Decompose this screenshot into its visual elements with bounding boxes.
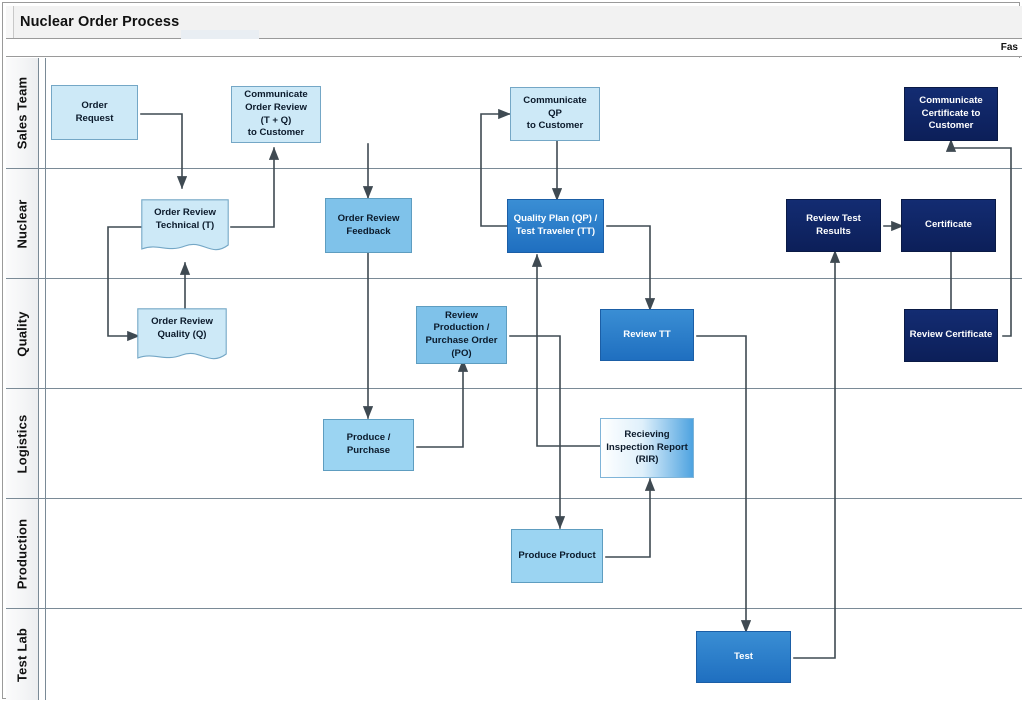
lane-gutter-test-lab [39, 609, 46, 700]
node-label-test: Test [733, 650, 753, 662]
node-label-receiving-inspection: Recieving Inspection Report (RIR) [606, 428, 688, 466]
node-label-order-review-technical: Order Review Technical (T) [154, 207, 216, 231]
node-test[interactable]: Test [696, 631, 791, 683]
node-order-review-technical[interactable]: Order Review Technical (T) [141, 199, 229, 257]
lane-header-test-lab: Test Lab [6, 609, 39, 700]
node-label-certificate: Certificate [925, 219, 972, 231]
node-produce-product[interactable]: Produce Product [511, 529, 603, 583]
node-order-review-quality[interactable]: Order Review Quality (Q) [137, 308, 227, 366]
sub-header-right-label: Fas [1000, 42, 1018, 53]
lane-header-quality: Quality [6, 279, 39, 388]
node-label-order-review-feedback: Order Review Feedback [337, 212, 400, 237]
lane-header-logistics: Logistics [6, 389, 39, 498]
node-communicate-certificate[interactable]: Communicate Certificate to Customer [904, 87, 998, 141]
page-title: Nuclear Order Process [20, 14, 180, 30]
lane-test-lab: Test Lab [6, 609, 1022, 700]
lane-label-production: Production [14, 518, 30, 589]
node-label-communicate-certificate: Communicate Certificate to Customer [919, 94, 983, 132]
lane-gutter-quality [39, 279, 46, 388]
lane-header-sales-team: Sales Team [6, 58, 39, 168]
node-label-review-certificate: Review Certificate [909, 329, 993, 341]
lane-body-logistics [46, 389, 1022, 498]
node-label-communicate-qp: Communicate QP to Customer [523, 94, 587, 132]
lane-gutter-logistics [39, 389, 46, 498]
node-label-order-review-quality: Order Review Quality (Q) [151, 316, 213, 340]
node-communicate-qp[interactable]: Communicate QP to Customer [510, 87, 600, 141]
lane-label-test-lab: Test Lab [14, 627, 30, 682]
node-produce-purchase[interactable]: Produce / Purchase [323, 419, 414, 471]
title-bar-left-tick [6, 6, 14, 38]
lane-label-nuclear: Nuclear [14, 198, 30, 249]
node-review-production-po[interactable]: Review Production / Purchase Order (PO) [416, 306, 507, 364]
lane-label-sales-team: Sales Team [14, 76, 30, 150]
node-label-produce-purchase: Produce / Purchase [346, 432, 391, 456]
sub-header-strip: Fas [6, 39, 1022, 57]
title-bar: Nuclear Order Process [6, 6, 1022, 39]
lane-label-quality: Quality [14, 310, 30, 357]
lane-body-test-lab [46, 609, 1022, 700]
lane-label-logistics: Logistics [14, 414, 30, 473]
node-label-review-production-po: Review Production / Purchase Order (PO) [425, 309, 498, 359]
node-label-review-test-results: Review Test Results [806, 212, 861, 237]
lane-gutter-production [39, 499, 46, 608]
node-order-request[interactable]: Order Request [51, 85, 138, 140]
node-review-test-results[interactable]: Review Test Results [786, 199, 881, 252]
node-certificate[interactable]: Certificate [901, 199, 996, 252]
node-label-order-request: Order Request [75, 99, 114, 124]
lane-header-nuclear: Nuclear [6, 169, 39, 278]
title-bar-ghost-band [181, 30, 259, 39]
lane-gutter-sales-team [39, 58, 46, 168]
lane-gutter-nuclear [39, 169, 46, 278]
lane-header-production: Production [6, 499, 39, 608]
node-review-certificate[interactable]: Review Certificate [904, 309, 998, 362]
node-communicate-order-review[interactable]: Communicate Order Review (T + Q) to Cust… [231, 86, 321, 143]
node-label-produce-product: Produce Product [518, 549, 596, 561]
node-quality-plan[interactable]: Quality Plan (QP) / Test Traveler (TT) [507, 199, 604, 253]
node-label-communicate-order-review: Communicate Order Review (T + Q) to Cust… [244, 89, 308, 139]
node-label-review-tt: Review TT [623, 328, 671, 340]
node-order-review-feedback[interactable]: Order Review Feedback [325, 198, 412, 253]
node-receiving-inspection[interactable]: Recieving Inspection Report (RIR) [600, 418, 694, 478]
node-label-quality-plan: Quality Plan (QP) / Test Traveler (TT) [513, 213, 598, 237]
node-review-tt[interactable]: Review TT [600, 309, 694, 361]
lane-logistics: Logistics [6, 389, 1022, 499]
